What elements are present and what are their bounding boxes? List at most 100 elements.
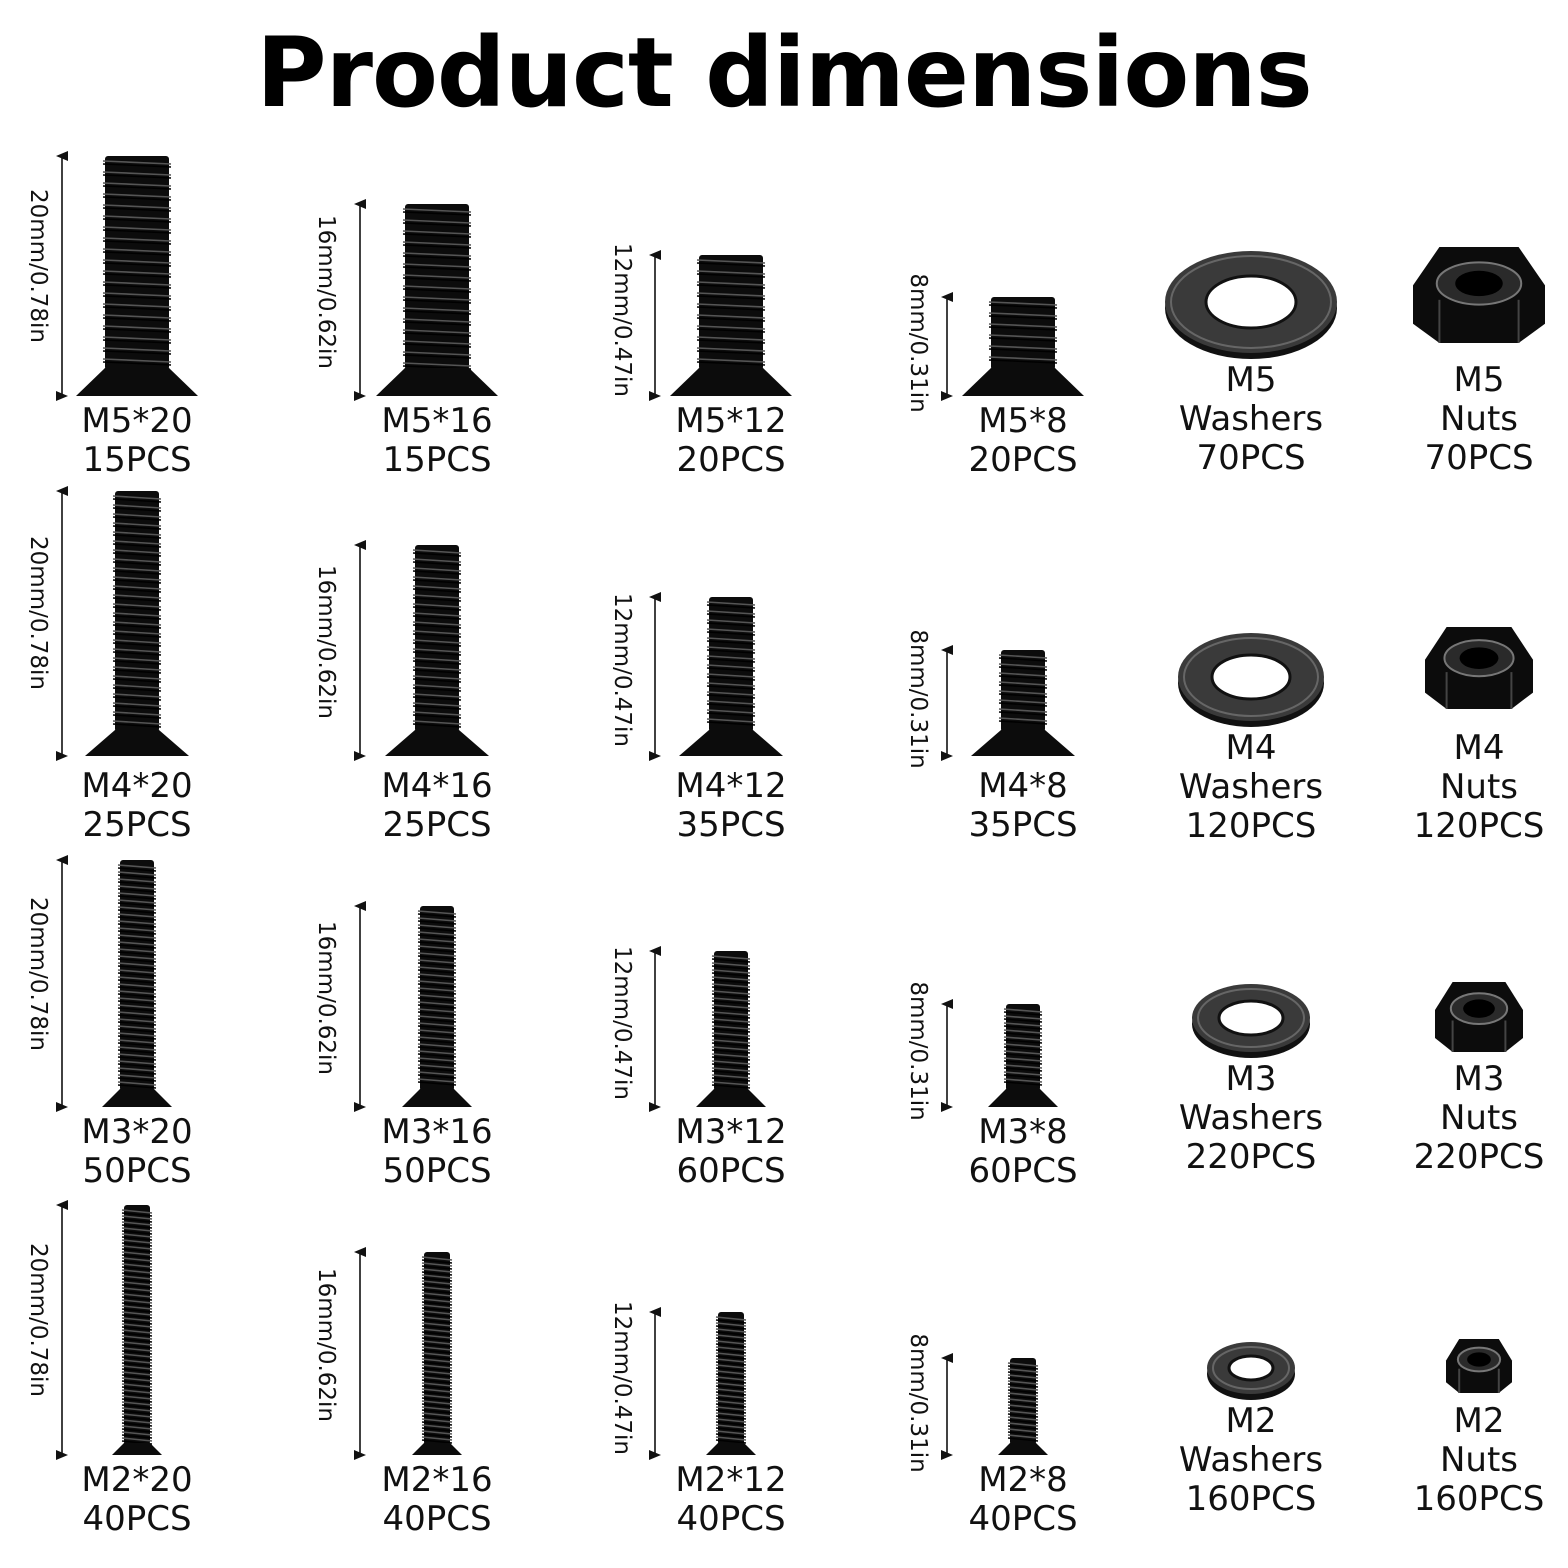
label-line: Washers (1178, 399, 1324, 439)
screw-m2x8 (998, 1358, 1048, 1455)
dimension-label: 8mm/0.31in (905, 1332, 931, 1473)
label-line: 40PCS (676, 1499, 786, 1539)
label-line: M5*8 (978, 401, 1068, 441)
label-line: M5 (1453, 360, 1505, 400)
label-line: 40PCS (968, 1499, 1078, 1539)
label-line: M2 (1225, 1401, 1277, 1441)
label-line: M3*8 (978, 1112, 1068, 1152)
dimension-label: 16mm/0.62in (313, 921, 339, 1076)
label-line: 40PCS (82, 1499, 192, 1539)
label-line: 35PCS (968, 805, 1078, 845)
label-line: Nuts (1439, 1098, 1519, 1138)
label-line: M5 (1225, 360, 1277, 400)
label-line: M2*16 (381, 1460, 493, 1500)
label-line: 120PCS (1413, 806, 1545, 846)
label-line: M4*16 (381, 766, 493, 806)
label-line: M3*16 (381, 1112, 493, 1152)
label-line: 70PCS (1424, 438, 1534, 478)
label-line: 40PCS (382, 1499, 492, 1539)
label-line: M5*12 (675, 401, 787, 441)
label-line: M4*8 (978, 766, 1068, 806)
washer-m3 (1192, 984, 1310, 1058)
label-line: Washers (1178, 1440, 1324, 1480)
nut-m3 (1435, 982, 1523, 1052)
screw-m5x12 (670, 255, 792, 396)
label-line: Nuts (1439, 399, 1519, 439)
nut-m2 (1446, 1339, 1512, 1393)
label-line: Washers (1178, 1098, 1324, 1138)
label-line: M4*12 (675, 766, 787, 806)
label-line: 160PCS (1413, 1479, 1545, 1519)
screw-m4x20 (85, 491, 189, 756)
screw-m3x16 (402, 906, 472, 1107)
dimension-label: 20mm/0.78in (25, 535, 51, 690)
nut-m4 (1425, 627, 1533, 709)
dimension-label: 8mm/0.31in (905, 629, 931, 769)
label-line: 120PCS (1185, 806, 1317, 846)
label-line: M3 (1225, 1059, 1277, 1099)
washer-m4 (1178, 633, 1324, 727)
label-line: 25PCS (82, 805, 192, 845)
label-line: M3*20 (81, 1112, 193, 1152)
label-line: 35PCS (676, 805, 786, 845)
dimension-label: 8mm/0.31in (905, 981, 931, 1122)
label-line: 220PCS (1413, 1137, 1545, 1177)
label-line: Nuts (1439, 1440, 1519, 1480)
label-line: M3*12 (675, 1112, 787, 1152)
nut-m5 (1413, 247, 1545, 343)
dimension-label: 12mm/0.47in (609, 242, 635, 397)
screw-m2x20 (112, 1205, 162, 1455)
label-line: M2*20 (81, 1460, 193, 1500)
label-line: 20PCS (968, 440, 1078, 480)
screw-m5x8 (962, 297, 1084, 396)
screw-m3x8 (988, 1004, 1058, 1107)
dimension-label: 20mm/0.78in (25, 896, 51, 1051)
screw-m3x20 (102, 860, 172, 1107)
screw-m4x8 (971, 650, 1075, 756)
label-line: M2*12 (675, 1460, 787, 1500)
label-line: M2*8 (978, 1460, 1068, 1500)
label-line: 25PCS (382, 805, 492, 845)
screw-m2x16 (412, 1252, 462, 1455)
page-title: Product dimensions (256, 17, 1313, 129)
label-line: 50PCS (82, 1151, 192, 1191)
dimension-label: 20mm/0.78in (25, 1242, 51, 1398)
label-line: 50PCS (382, 1151, 492, 1191)
label-line: M4 (1225, 728, 1277, 768)
label-line: M5*16 (381, 401, 493, 441)
dimension-label: 16mm/0.62in (313, 1268, 339, 1423)
label-line: 220PCS (1185, 1137, 1317, 1177)
screw-m2x12 (706, 1312, 756, 1455)
label-line: M2 (1453, 1401, 1505, 1441)
dimension-label: 12mm/0.47in (609, 945, 635, 1100)
label-line: M3 (1453, 1059, 1505, 1099)
label-line: 15PCS (82, 440, 192, 480)
dimension-label: 20mm/0.78in (25, 189, 51, 344)
label-line: M4 (1453, 728, 1505, 768)
dimension-label: 16mm/0.62in (313, 565, 339, 720)
dimension-label: 12mm/0.47in (609, 593, 635, 748)
washer-m2 (1207, 1342, 1295, 1400)
label-line: 70PCS (1196, 438, 1306, 478)
label-line: 15PCS (382, 440, 492, 480)
label-line: 20PCS (676, 440, 786, 480)
